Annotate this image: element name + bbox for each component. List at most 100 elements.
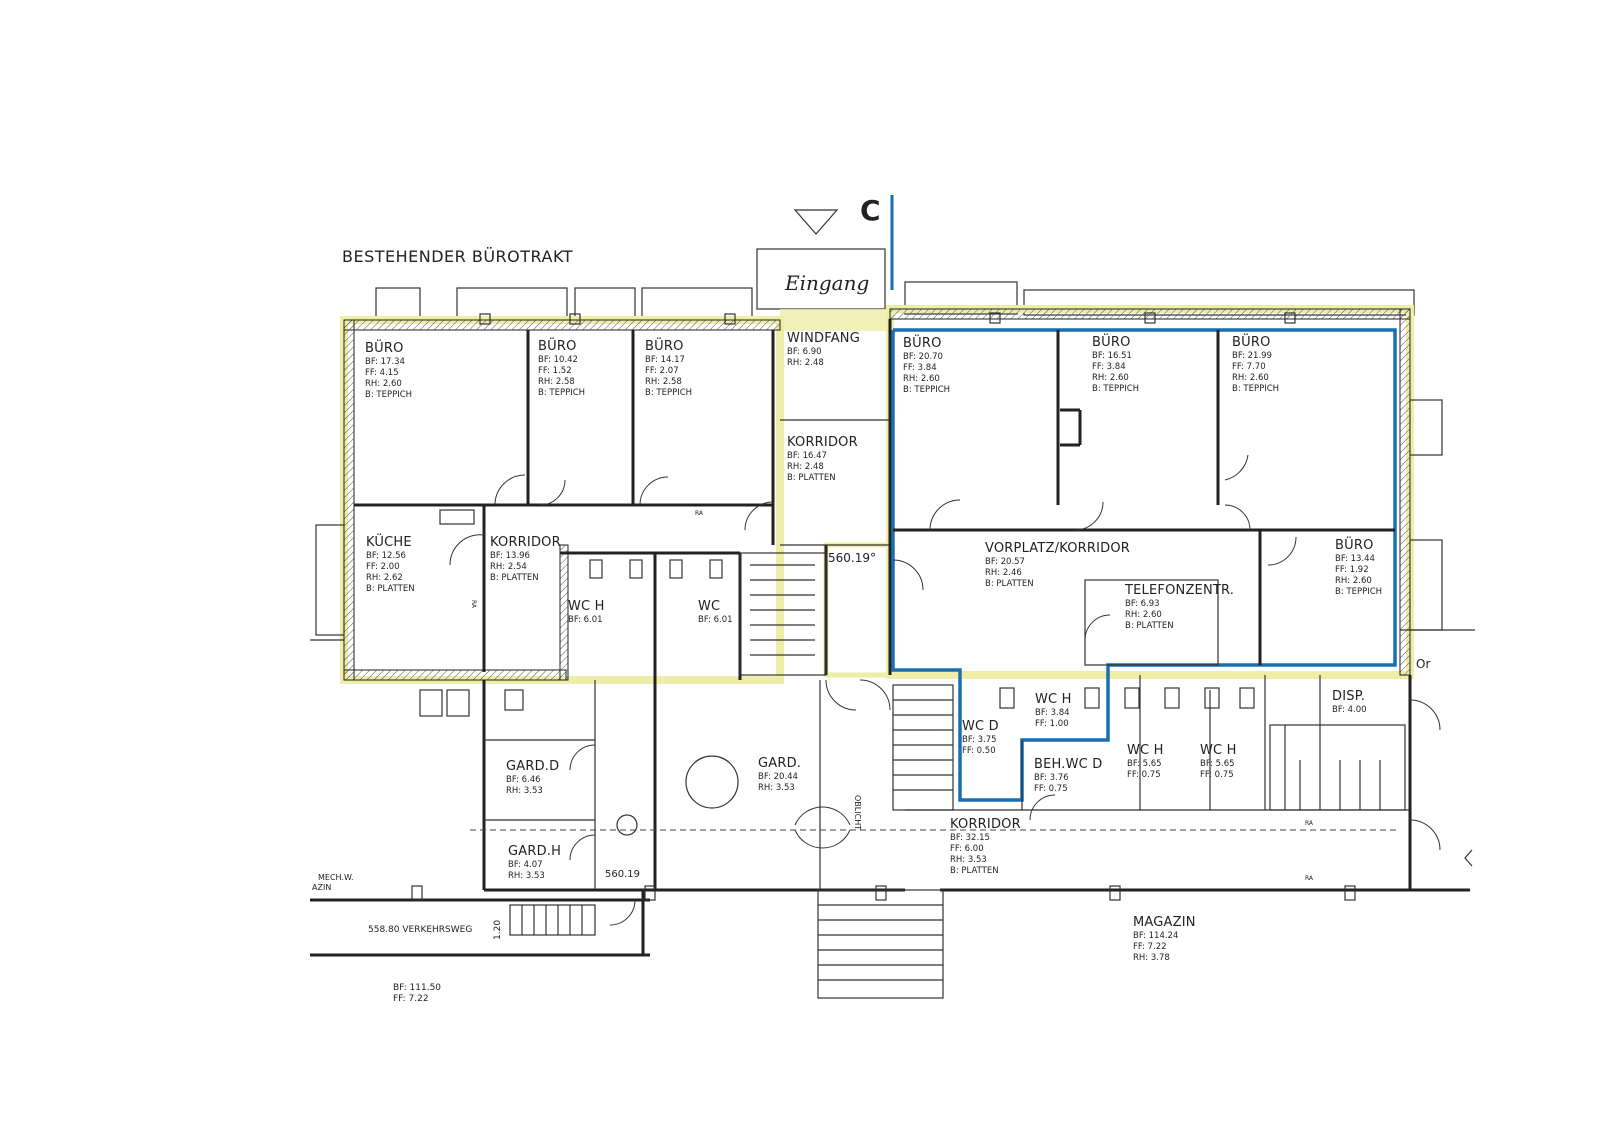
central-staircase: [739, 552, 827, 676]
right-staircase: [1269, 724, 1406, 811]
svg-text:FF: 0.75: FF: 0.75: [1034, 784, 1068, 794]
svg-text:BF: 5.65: BF: 5.65: [1200, 759, 1235, 769]
svg-text:B: TEPPICH: B: TEPPICH: [645, 388, 692, 398]
svg-text:B: PLATTEN: B: PLATTEN: [366, 584, 415, 594]
room-name: BEH.WC D: [1034, 757, 1103, 772]
room-label-buero-4: BÜRO BF: 20.70 FF: 3.84 RH: 2.60 B: TEPP…: [903, 334, 950, 395]
svg-text:RH: 2.62: RH: 2.62: [366, 573, 403, 583]
svg-text:BF: 4.00: BF: 4.00: [1332, 705, 1367, 715]
svg-text:FF: 6.00: FF: 6.00: [950, 844, 984, 854]
room-name: GARD.D: [506, 759, 559, 774]
svg-text:B: TEPPICH: B: TEPPICH: [1335, 587, 1382, 597]
svg-text:BF: 10.42: BF: 10.42: [538, 355, 578, 365]
svg-text:RH: 3.78: RH: 3.78: [1133, 953, 1170, 963]
room-label-windfang: WINDFANG BF: 6.90 RH: 2.48: [787, 331, 860, 368]
svg-text:RH: 3.53: RH: 3.53: [508, 871, 545, 881]
svg-text:FF: 4.15: FF: 4.15: [365, 368, 399, 378]
svg-text:B: PLATTEN: B: PLATTEN: [950, 866, 999, 876]
svg-text:FF: 0.75: FF: 0.75: [1127, 770, 1161, 780]
svg-text:BF: 14.17: BF: 14.17: [645, 355, 685, 365]
room-label-disp: DISP. BF: 4.00: [1332, 689, 1367, 715]
svg-text:B: TEPPICH: B: TEPPICH: [538, 388, 585, 398]
svg-text:BF: 20.57: BF: 20.57: [985, 557, 1025, 567]
hatched-walls: [343, 308, 1411, 681]
svg-text:BF: 3.75: BF: 3.75: [962, 735, 997, 745]
bottom-stairs: [509, 889, 944, 999]
svg-text:RH: 2.60: RH: 2.60: [1125, 610, 1162, 620]
svg-text:RH: 2.58: RH: 2.58: [538, 377, 575, 387]
svg-text:BF: 4.07: BF: 4.07: [508, 860, 543, 870]
room-label-buero-2: BÜRO BF: 10.42 FF: 1.52 RH: 2.58 B: TEPP…: [538, 337, 585, 398]
room-name: BÜRO: [1335, 536, 1374, 553]
svg-text:RH: 3.53: RH: 3.53: [506, 786, 543, 796]
svg-text:FF: 0.75: FF: 0.75: [1200, 770, 1234, 780]
svg-text:FF: 0.50: FF: 0.50: [962, 746, 996, 756]
svg-text:FF: 7.70: FF: 7.70: [1232, 362, 1266, 372]
svg-text:BF: 3.84: BF: 3.84: [1035, 708, 1070, 718]
mech-label: MECH.W.: [318, 873, 354, 882]
svg-text:FF: 2.07: FF: 2.07: [645, 366, 679, 376]
interior-walls-left: [354, 319, 892, 680]
room-name: WINDFANG: [787, 331, 860, 346]
room-label-buero-5: BÜRO BF: 16.51 FF: 3.84 RH: 2.60 B: TEPP…: [1092, 333, 1139, 394]
room-name: BÜRO: [645, 337, 684, 354]
kitchen-sink-icon: [439, 509, 475, 525]
or-label: Or: [1416, 657, 1430, 671]
room-name: WC H: [568, 599, 605, 614]
room-name: KORRIDOR: [787, 435, 858, 450]
room-name: BÜRO: [1092, 333, 1131, 350]
svg-text:BF: 21.99: BF: 21.99: [1232, 351, 1272, 361]
room-label-gard-d: GARD.D BF: 6.46 RH: 3.53: [506, 759, 559, 796]
room-label-magazin: MAGAZIN BF: 114.24 FF: 7.22 RH: 3.78: [1133, 915, 1196, 963]
svg-text:RH: 2.58: RH: 2.58: [645, 377, 682, 387]
room-name: BÜRO: [365, 339, 404, 356]
column-markers: [411, 312, 1356, 901]
svg-text:RH: 2.60: RH: 2.60: [1232, 373, 1269, 383]
room-name: WC H: [1035, 692, 1072, 707]
room-name: KÜCHE: [366, 533, 412, 550]
svg-text:RH: 2.60: RH: 2.60: [365, 379, 402, 389]
room-label-wc-h-4: WC H BF: 5.65 FF: 0.75: [1200, 743, 1237, 780]
svg-text:BF: 6.01: BF: 6.01: [568, 615, 603, 625]
svg-text:RH: 2.54: RH: 2.54: [490, 562, 527, 572]
bottom-ff-label: FF: 7.22: [393, 994, 429, 1004]
room-label-korridor-1: KORRIDOR BF: 16.47 RH: 2.48 B: PLATTEN: [787, 435, 858, 483]
room-name: MAGAZIN: [1133, 915, 1196, 930]
svg-text:BF: 17.34: BF: 17.34: [365, 357, 405, 367]
svg-text:B: PLATTEN: B: PLATTEN: [985, 579, 1034, 589]
level-label-main: 560.19°: [828, 551, 876, 565]
svg-text:FF: 3.84: FF: 3.84: [903, 363, 937, 373]
svg-text:RH: 3.53: RH: 3.53: [950, 855, 987, 865]
room-name: GARD.H: [508, 844, 561, 859]
ra-label-2: RA: [1305, 820, 1314, 827]
ra-label-3: RA: [1305, 875, 1314, 882]
room-name: WC H: [1200, 743, 1237, 758]
svg-text:BF: 6.93: BF: 6.93: [1125, 599, 1160, 609]
entrance-label: Eingang: [784, 271, 869, 295]
svg-text:BF: 5.65: BF: 5.65: [1127, 759, 1162, 769]
mech-label-2: AZIN: [312, 883, 331, 892]
svg-text:BF: 20.70: BF: 20.70: [903, 352, 943, 362]
svg-text:B: TEPPICH: B: TEPPICH: [903, 385, 950, 395]
svg-text:RH: 3.53: RH: 3.53: [758, 783, 795, 793]
room-name: DISP.: [1332, 689, 1365, 704]
room-label-telefonzentrale: TELEFONZENTR. BF: 6.93 RH: 2.60 B: PLATT…: [1124, 583, 1234, 631]
svg-text:BF: 6.46: BF: 6.46: [506, 775, 541, 785]
room-name: KORRIDOR: [490, 535, 561, 550]
room-name: BÜRO: [538, 337, 577, 354]
room-label-wc-h-2: WC H BF: 3.84 FF: 1.00: [1035, 692, 1072, 729]
room-name: BÜRO: [903, 334, 942, 351]
room-name: WC H: [1127, 743, 1164, 758]
svg-text:FF: 3.84: FF: 3.84: [1092, 362, 1126, 372]
room-label-korridor-3: KORRIDOR BF: 32.15 FF: 6.00 RH: 3.53 B: …: [950, 817, 1021, 876]
room-label-korridor-2: KORRIDOR BF: 13.96 RH: 2.54 B: PLATTEN: [490, 535, 561, 583]
side-window-bays: [315, 399, 1443, 717]
room-name: GARD.: [758, 756, 801, 771]
svg-text:FF: 1.92: FF: 1.92: [1335, 565, 1369, 575]
room-label-gard: GARD. BF: 20.44 RH: 3.53: [758, 756, 801, 793]
dimension-label: 1.20: [493, 920, 503, 940]
bottom-bf-label: BF: 111.50: [393, 983, 441, 993]
room-label-buero-6: BÜRO BF: 21.99 FF: 7.70 RH: 2.60 B: TEPP…: [1232, 333, 1279, 394]
svg-text:BF: 114.24: BF: 114.24: [1133, 931, 1178, 941]
round-table-icon: [685, 755, 739, 809]
